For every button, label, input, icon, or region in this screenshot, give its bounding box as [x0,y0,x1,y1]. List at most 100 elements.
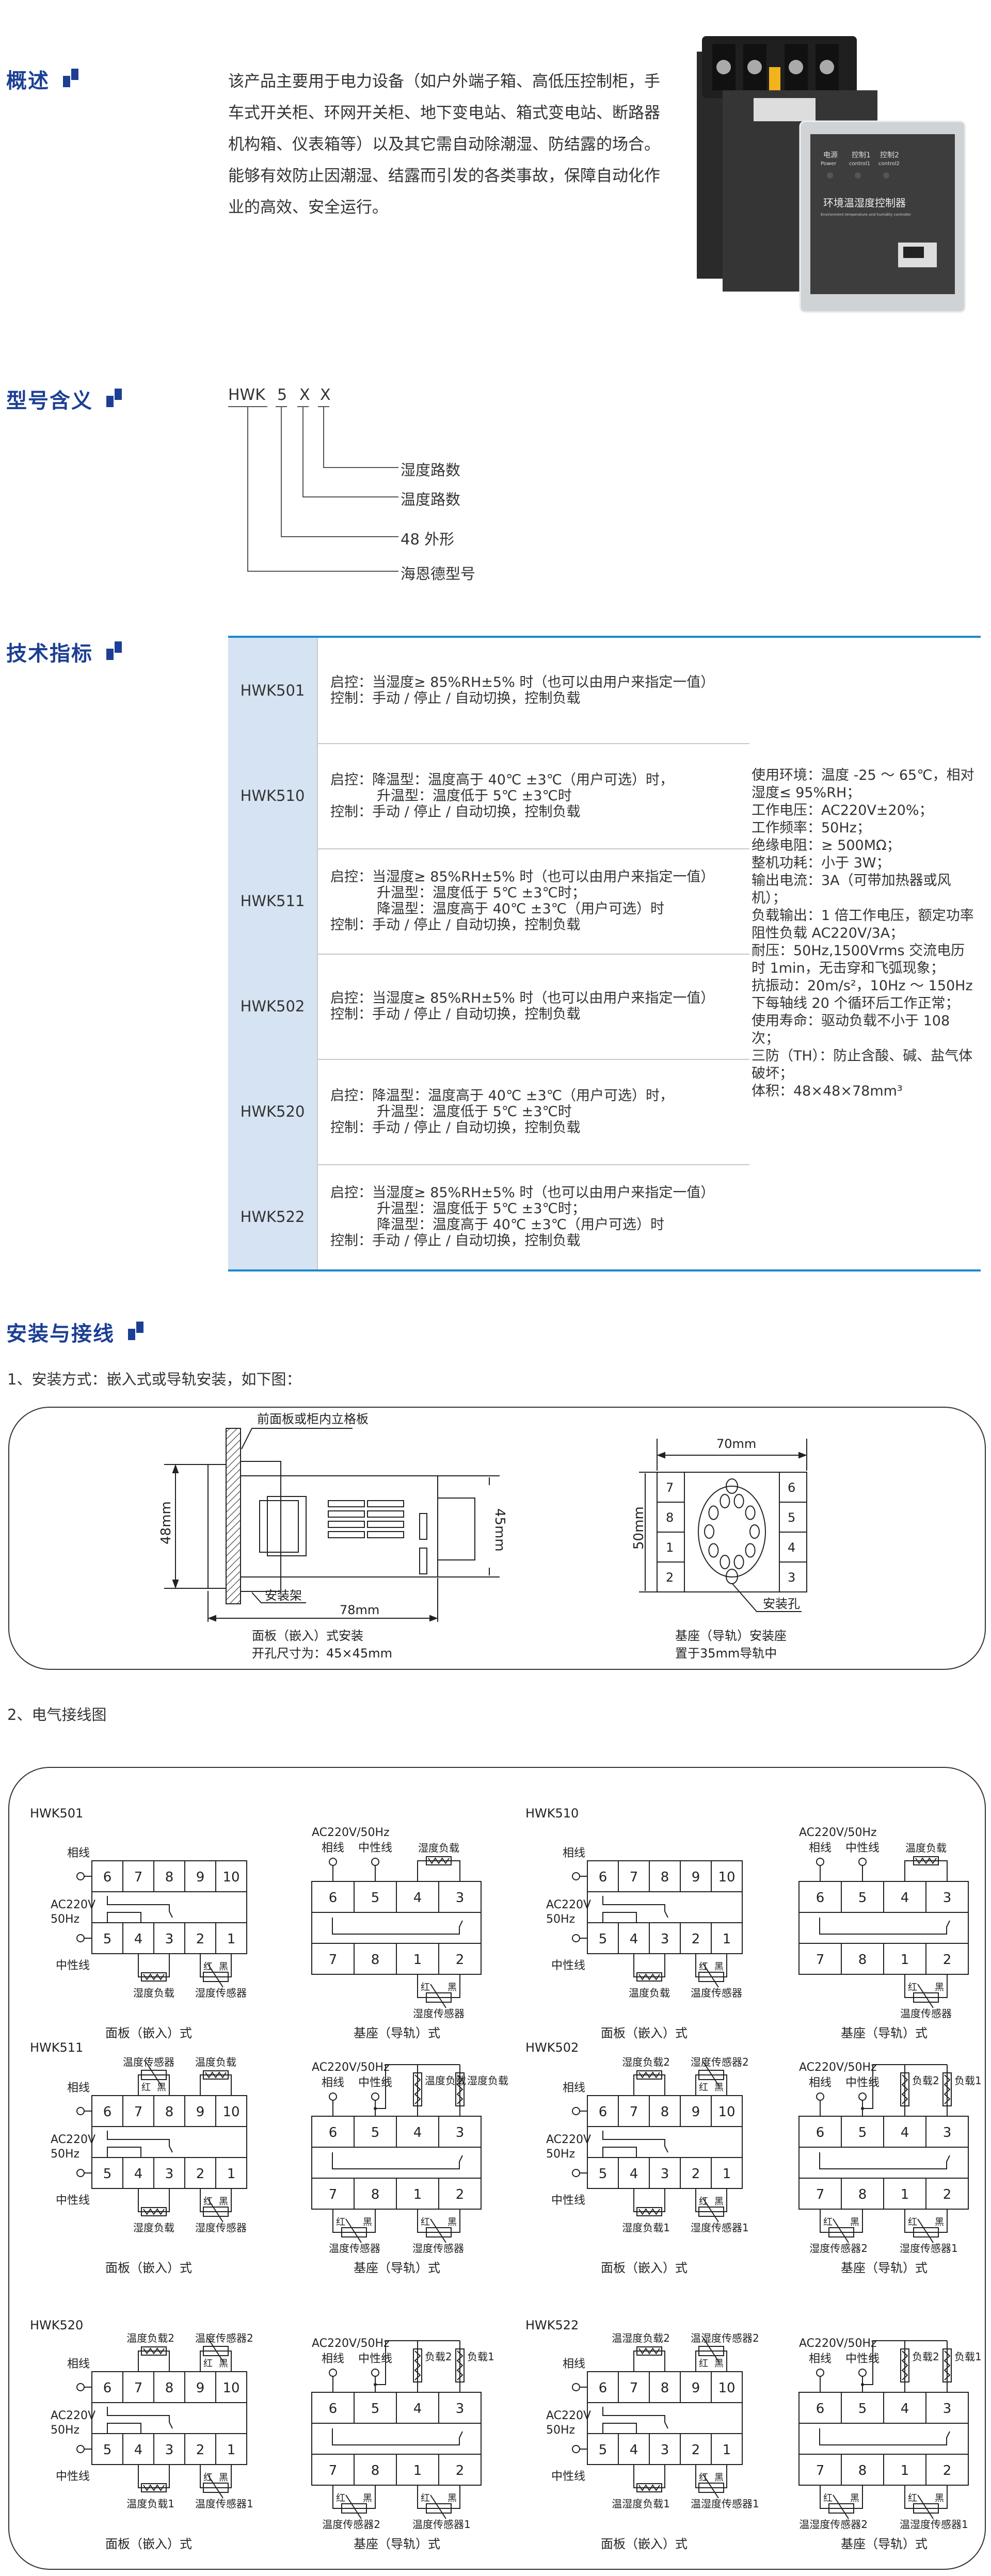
environment-spec-item: 工作电压：AC220V±20%； [752,802,933,818]
terminal-number: 8 [858,1952,867,1968]
load-wire [138,1954,170,1977]
terminal-number: 10 [222,1870,239,1885]
environment-spec-item: 使用环境：温度 -25 ～ 65℃，相对湿度≤ 95%RH； [752,767,974,801]
model-meaning-brand: 海恩德型号 [401,565,476,583]
load-label: 湿度负载1 [622,2221,670,2234]
black-wire-label: 黑 [157,2082,166,2093]
load-wire [904,1860,948,1881]
heater-load-icon [141,1972,167,1982]
phase-label: 相线 [322,1842,344,1855]
panel-mount-caption: 面板（嵌入）式安装 [252,1629,363,1643]
phase-terminal-icon [572,2107,580,2115]
voltage-label: AC220V [546,1898,591,1911]
pin-hole [733,1554,744,1569]
voltage-label: AC220V [51,2133,95,2146]
zigzag [638,1973,660,1981]
spec-description: 启控：降温型：温度高于 40℃ ±3℃（用户可选）时，升温型：温度低于 5℃ ±… [318,1059,749,1164]
terminal-number: 7 [630,2380,638,2396]
common-wire [375,2064,460,2109]
sensor-icon [698,2346,724,2356]
terminal-number: 2 [692,2442,700,2458]
sensor-arrow [702,2198,719,2223]
terminal-number: 4 [901,1890,909,1906]
sensor-icon [698,1972,724,1982]
terminal-number: 7 [816,2187,825,2202]
socket-terminal-number: 8 [666,1510,674,1525]
spec-start-subline: 升温型：温度低于 5℃ ±3℃时； [377,885,586,901]
black-wire-label: 黑 [714,2082,724,2093]
phase-terminal-icon [816,1858,824,1866]
dim-70mm: 70mm [716,1437,756,1451]
red-wire-label: 红 [421,2493,430,2504]
red-wire-label: 红 [699,2196,708,2207]
terminal-number: 4 [413,2125,422,2140]
sensor-arrow [430,1984,446,2008]
environment-spec-item: 负载输出：1 倍工作电压，额定功率阻性负载 AC220V/3A； [752,908,974,941]
terminal-number: 8 [858,2463,867,2478]
neutral-label: 中性线 [551,1959,585,1972]
sensor-icon [203,1972,229,1982]
terminal-number: 2 [456,1952,465,1968]
sensor-icon [913,2503,939,2514]
neutral-terminal-icon [371,1858,379,1866]
model-meaning-shape: 48 外形 [401,530,455,548]
sensor-arrow [207,2198,223,2223]
heater-load-icon [413,2348,422,2382]
black-wire-label: 黑 [714,2472,724,2483]
phase-terminal-icon [816,2369,824,2377]
sensor-icon [698,2483,724,2493]
sensor-label: 温度传感器1 [412,2518,471,2531]
dim-48mm: 48mm [158,1501,174,1544]
terminal-number: 5 [371,1890,380,1906]
environment-spec-item: 整机功耗：小于 3W； [752,855,890,871]
load-label: 负载1 [954,2350,982,2363]
sensor-icon [828,2503,854,2514]
black-wire-label: 黑 [935,2493,944,2504]
spec-start-label: 启控： [330,990,372,1006]
heater-load-icon [900,2072,909,2106]
spec-start-line: 启控：当湿度≥ 85%RH±5% 时（也可以由用户来指定一值） [330,869,749,885]
terminal-number: 6 [599,1870,608,1885]
section-title-text: 型号含义 [6,389,93,413]
spec-description: 启控：当湿度≥ 85%RH±5% 时（也可以由用户来指定一值）升温型：温度低于 … [318,848,749,954]
terminal-number: 8 [165,2104,174,2120]
sensor-arrow [702,2337,719,2362]
terminal-number: 2 [456,2463,465,2478]
heater-load-icon [942,2072,952,2106]
pin-hole [749,1524,760,1539]
black-wire-label: 黑 [714,1961,724,1972]
voltage-label: AC220V [51,1898,95,1911]
sensor-arrow [917,2494,934,2519]
terminal-number: 5 [103,2442,112,2458]
terminal-number: 10 [718,2380,735,2396]
terminal-number: 2 [943,2187,952,2202]
load-label: 湿度负载 [467,2074,508,2087]
pin-hole [720,1494,730,1509]
control2-led-label: 控制2 [880,151,899,159]
zigzag [143,2208,165,2215]
section-square-icon [63,69,84,89]
heater-load-icon [141,2346,167,2356]
heater-load-icon [942,2348,952,2382]
black-wire-label: 黑 [447,2217,457,2228]
phase-label: 相线 [809,2353,832,2365]
socket-terminal-number: 7 [666,1480,674,1495]
zigzag [638,2484,660,2491]
relay-contact [819,1918,950,1935]
terminal-number: 6 [103,2380,112,2396]
spec-start-text: 当湿度≥ 85%RH±5% 时（也可以由用户来指定一值） [372,674,715,690]
terminal-number: 2 [943,2463,952,2478]
load-wire [200,2074,232,2096]
terminal-number: 3 [456,2401,465,2417]
terminal-number: 8 [661,2104,669,2120]
terminal-number: 1 [413,2463,422,2478]
terminal-number: 7 [816,2463,825,2478]
phase-terminal-icon [572,2383,580,2391]
red-wire-label: 红 [203,2472,213,2483]
load-wire [138,2465,170,2488]
overview-line: 该产品主要用于电力设备（如户外端子箱、高低压控制柜，手 [228,72,660,91]
mounting-diagram-box: 前面板或柜内立格板 安装架 48mm 45mm 78mm 面板（嵌入）式安装 开… [8,1407,986,1670]
section-title-model-meaning: 型号含义 [6,384,127,414]
